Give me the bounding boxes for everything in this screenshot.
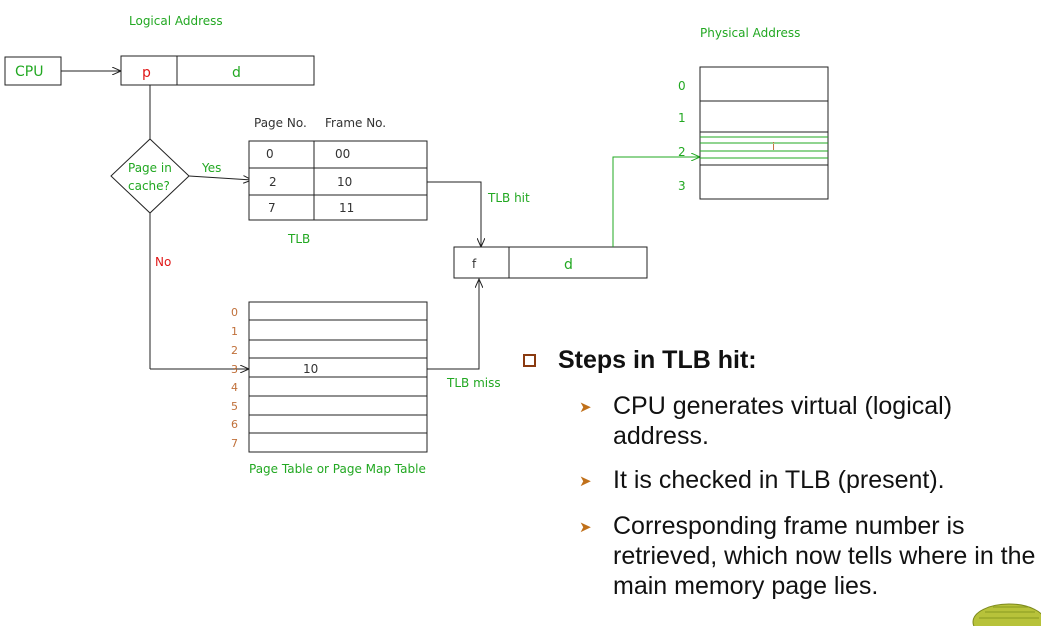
tlb-frame-2: 11: [339, 201, 354, 215]
phys-offset-d: d: [564, 257, 573, 273]
pt-index-1: 1: [231, 325, 238, 338]
tlb-label: TLB: [287, 232, 310, 246]
step-text: Corresponding frame number is retrieved,…: [613, 512, 1036, 600]
arrow-bullet-icon: ➤: [579, 399, 592, 416]
steps-title: Steps in TLB hit:: [558, 346, 757, 374]
physical-memory: i: [699, 66, 829, 200]
tlb-miss-arrow: [427, 279, 479, 370]
to-physical-memory-arrow: [612, 157, 700, 247]
logical-address-box: [120, 55, 315, 86]
cpu-label: CPU: [15, 64, 43, 80]
decorative-leaf-icon: [972, 603, 1041, 626]
step-text: CPU generates virtual (logical) address.: [613, 392, 953, 450]
tlb-page-0: 0: [266, 147, 274, 161]
tlb-header-frame: Frame No.: [325, 116, 386, 130]
pt-index-5: 5: [231, 400, 238, 413]
page-table: 10: [248, 301, 428, 453]
decision-text-1: Page in: [128, 161, 172, 175]
tlb-header-page: Page No.: [254, 116, 307, 130]
decision-text-2: cache?: [128, 179, 170, 193]
tlb-hit-arrow: [427, 181, 481, 247]
physical-mark: i: [772, 140, 775, 153]
steps-heading: Steps in TLB hit:: [523, 346, 1038, 375]
phys-index-3: 3: [678, 179, 686, 193]
logical-address-label: Logical Address: [129, 14, 223, 28]
arrow-bullet-icon: ➤: [579, 473, 592, 490]
phys-index-2: 2: [678, 145, 686, 159]
tlb-hit-label: TLB hit: [487, 191, 530, 205]
page-number-p: p: [142, 65, 151, 81]
cpu-box: [4, 56, 62, 86]
tlb-frame-1: 10: [337, 175, 352, 189]
square-bullet-icon: [523, 354, 536, 367]
step-item: ➤ CPU generates virtual (logical) addres…: [579, 391, 1038, 451]
pt-index-3: 3: [231, 363, 238, 376]
no-label: No: [155, 255, 171, 269]
physical-address-label: Physical Address: [700, 26, 800, 40]
steps-panel: Steps in TLB hit: ➤ CPU generates virtua…: [523, 346, 1038, 615]
tlb-frame-0: 00: [335, 147, 350, 161]
step-text: It is checked in TLB (present).: [613, 466, 945, 494]
pt-index-7: 7: [231, 437, 238, 450]
decision-diamond: [110, 138, 190, 214]
step-item: ➤ It is checked in TLB (present).: [579, 465, 1038, 497]
phys-index-0: 0: [678, 79, 686, 93]
frame-f: f: [472, 257, 477, 271]
pt-index-0: 0: [231, 306, 238, 319]
tlb-page-1: 2: [269, 175, 277, 189]
arrow-bullet-icon: ➤: [579, 519, 592, 536]
tlb-page-2: 7: [268, 201, 276, 215]
yes-arrow: [188, 176, 252, 180]
offset-d: d: [232, 65, 241, 81]
page-table-label: Page Table or Page Map Table: [249, 462, 426, 476]
physical-address-box: [453, 246, 648, 279]
tlb-table: 0 00 2 10 7 11: [248, 140, 428, 221]
page-table-entry: 10: [303, 362, 318, 376]
phys-index-1: 1: [678, 111, 686, 125]
steps-list: ➤ CPU generates virtual (logical) addres…: [579, 391, 1038, 601]
step-item: ➤ Corresponding frame number is retrieve…: [579, 511, 1038, 601]
tlb-miss-label: TLB miss: [446, 376, 501, 390]
pt-index-4: 4: [231, 381, 238, 394]
pt-index-6: 6: [231, 418, 238, 431]
yes-label: Yes: [201, 161, 221, 175]
pt-index-2: 2: [231, 344, 238, 357]
